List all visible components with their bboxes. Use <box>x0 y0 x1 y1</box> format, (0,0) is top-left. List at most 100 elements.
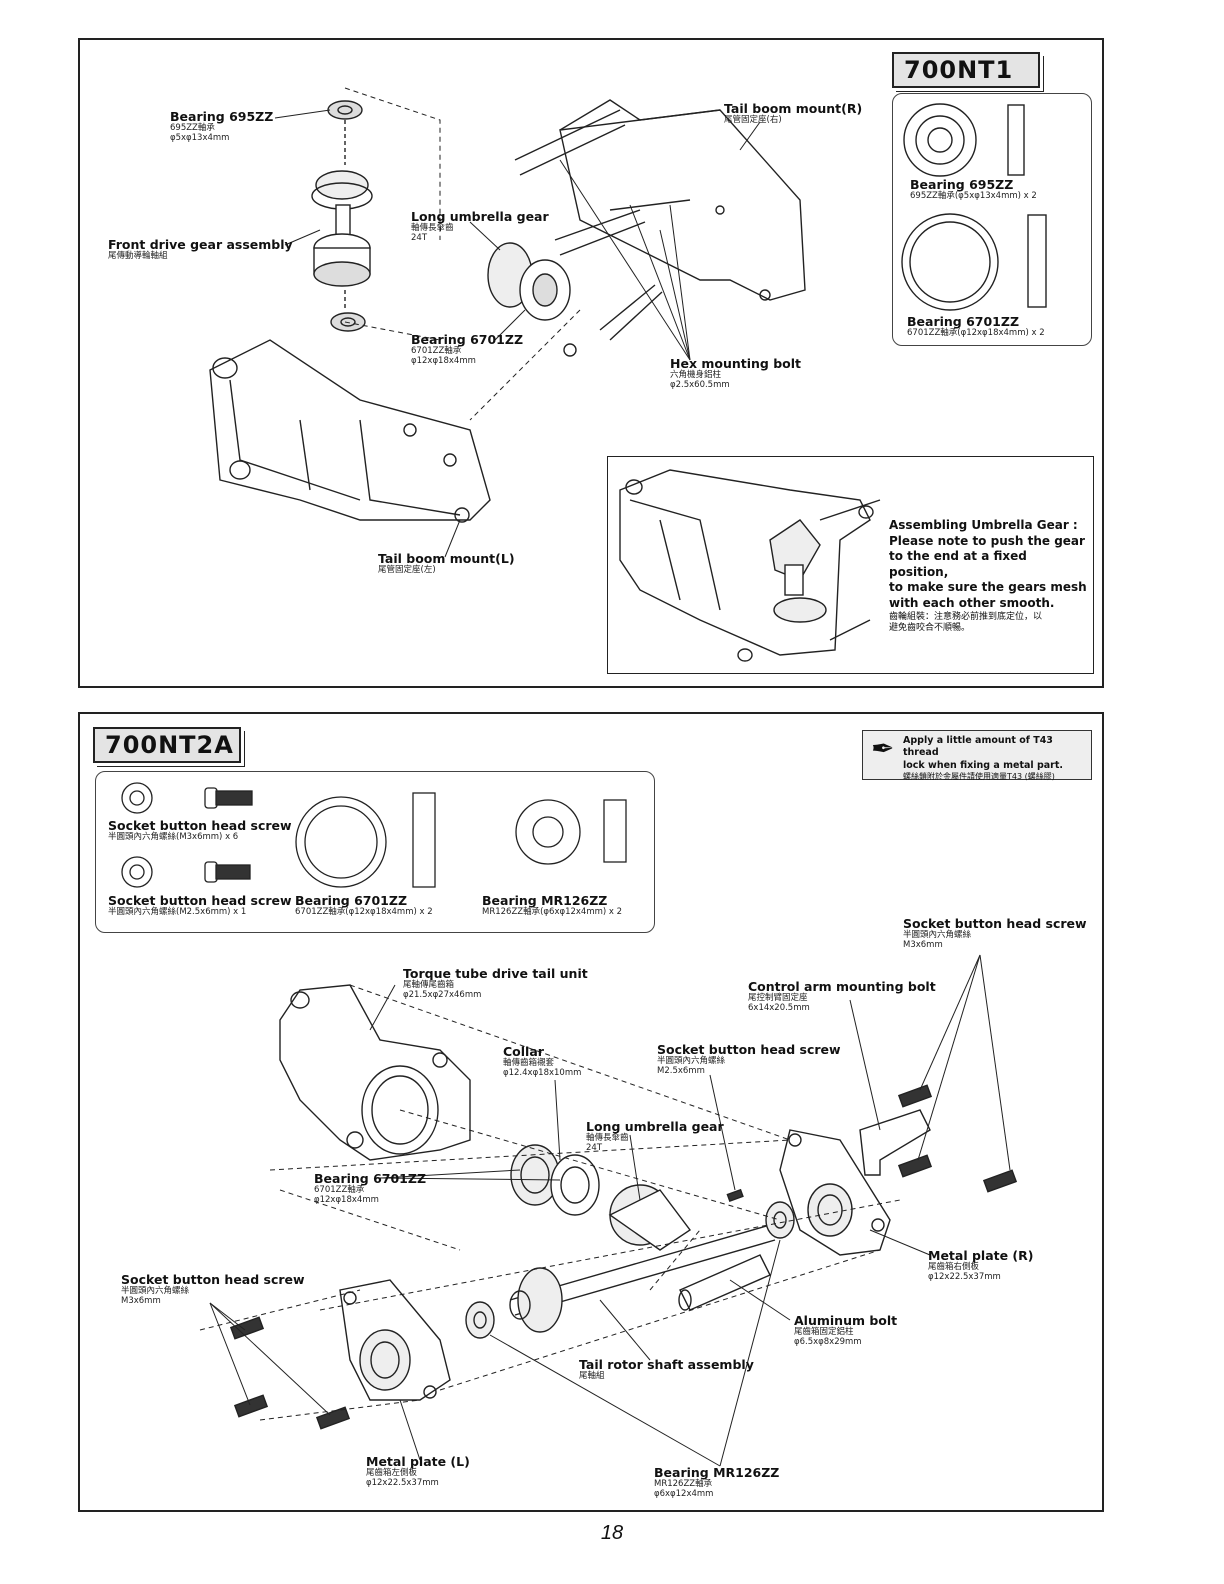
label-sub: 24T <box>411 233 428 244</box>
parts-box-700nt1 <box>892 93 1092 346</box>
parts-label-bearing-6701zz-2: Bearing 6701ZZ 6701ZZ軸承(φ12xφ18x4mm) x 2 <box>295 893 433 918</box>
label-sub: 尾齒箱右側板 <box>928 1262 980 1273</box>
section-badge-700nt2a: 700NT2A <box>93 727 241 763</box>
label-sub: 半圓頭內六角螺絲 <box>121 1286 190 1297</box>
label-sub: 軸傳長傘齒 <box>411 223 454 234</box>
parts-label-socket-screw-m3: Socket button head screw 半圓頭內六角螺絲(M3x6mm… <box>108 818 292 843</box>
label-long-umbrella-gear: Long umbrella gear 軸傳長傘齒 24T <box>411 209 549 244</box>
label-title: Bearing 6701ZZ <box>907 314 1020 329</box>
label-sub: φ12xφ18x4mm <box>314 1195 379 1206</box>
label-sub: 半圓頭內六角螺絲 <box>657 1056 726 1067</box>
label-title: Bearing 6701ZZ <box>411 332 524 347</box>
label-title: Collar <box>503 1044 544 1059</box>
part-bearing-6701zz-icon <box>901 213 1047 311</box>
umbrella-gear-note: Assembling Umbrella Gear : Please note t… <box>889 518 1089 634</box>
note-line: to the end at a fixed position, <box>889 549 1027 579</box>
part-bearing-mr126zz-icon <box>515 799 627 865</box>
label-title: Front drive gear assembly <box>108 237 293 252</box>
label-sub: φ12x22.5x37mm <box>928 1272 1001 1283</box>
parts-label-bearing-mr126zz: Bearing MR126ZZ MR126ZZ軸承(φ6xφ12x4mm) x … <box>482 893 622 918</box>
label-title: Bearing 695ZZ <box>910 177 1014 192</box>
label-sub: 尾齒箱左側板 <box>366 1468 418 1479</box>
page-number: 18 <box>600 1522 624 1544</box>
label-sub: φ6xφ12x4mm <box>654 1489 714 1500</box>
label-sub: 6x14x20.5mm <box>748 1003 810 1014</box>
label-sub: 尾齒箱固定鋁柱 <box>794 1327 854 1338</box>
label-sub: M3x6mm <box>121 1296 161 1307</box>
tip-line: lock when fixing a metal part. <box>903 759 1064 771</box>
label-title: Torque tube drive tail unit <box>403 966 588 981</box>
label-title: Tail boom mount(L) <box>378 551 515 566</box>
label-title: Bearing 695ZZ <box>170 109 274 124</box>
label-sub: 6701ZZ軸承 <box>314 1185 365 1196</box>
label-title: Bearing MR126ZZ <box>482 893 608 908</box>
label-title: Long umbrella gear <box>586 1119 724 1134</box>
note-line: Assembling Umbrella Gear : <box>889 518 1078 532</box>
label-socket-screw-left: Socket button head screw 半圓頭內六角螺絲 M3x6mm <box>121 1272 305 1307</box>
parts-label-bearing-6701zz: Bearing 6701ZZ 6701ZZ軸承(φ12xφ18x4mm) x 2 <box>907 314 1045 339</box>
label-sub: MR126ZZ軸承 <box>654 1479 713 1490</box>
label-sub: 695ZZ軸承 <box>170 123 215 134</box>
bearing-and-collar-drawing <box>510 1144 600 1216</box>
label-front-drive-gear: Front drive gear assembly 尾傳動導輪軸組 <box>108 237 293 262</box>
label-tail-rotor-shaft: Tail rotor shaft assembly 尾軸組 <box>579 1357 754 1382</box>
long-umbrella-gear-drawing <box>487 242 571 321</box>
label-metal-plate-l: Metal plate (L) 尾齒箱左側板 φ12x22.5x37mm <box>366 1454 470 1489</box>
label-sub: 尾軸傳尾齒箱 <box>403 980 455 991</box>
label-metal-plate-r: Metal plate (R) 尾齒箱右側板 φ12x22.5x37mm <box>928 1248 1034 1283</box>
tip-zh: 螺絲鎖附於金屬件請使用適量T43 (螺絲膠) <box>903 772 1055 782</box>
label-title: Aluminum bolt <box>794 1313 898 1328</box>
label-bearing-695zz: Bearing 695ZZ 695ZZ軸承 φ5xφ13x4mm <box>170 109 274 144</box>
label-tail-boom-mount-l: Tail boom mount(L) 尾管固定座(左) <box>378 551 515 576</box>
label-sub: φ2.5x60.5mm <box>670 380 730 391</box>
label-title: Metal plate (R) <box>928 1248 1034 1263</box>
label-bearing-mr126zz: Bearing MR126ZZ MR126ZZ軸承 φ6xφ12x4mm <box>654 1465 779 1500</box>
label-long-umbrella-gear-2: Long umbrella gear 軸傳長傘齒 24T <box>586 1119 724 1154</box>
note-line: with each other smooth. <box>889 595 1055 610</box>
label-sub: 半圓頭內六角螺絲(M3x6mm) x 6 <box>108 832 239 843</box>
front-drive-gear-drawing <box>311 100 373 332</box>
parts-box-700nt2a <box>95 771 655 933</box>
note-zh: 避免齒咬合不順暢。 <box>889 622 971 633</box>
label-collar: Collar 軸傳齒箱襯套 φ12.4xφ18x10mm <box>503 1044 581 1079</box>
part-bearing-695zz-icon <box>903 103 1025 177</box>
inset-assembly-note <box>607 456 1094 674</box>
label-bearing-6701zz-3: Bearing 6701ZZ 6701ZZ軸承 φ12xφ18x4mm <box>314 1171 427 1206</box>
inset-umbrella-gear-drawing <box>619 469 881 662</box>
label-sub: 軸傳齒箱襯套 <box>503 1058 555 1069</box>
parts-label-socket-screw-m25: Socket button head screw 半圓頭內六角螺絲(M2.5x6… <box>108 893 292 918</box>
label-title: Bearing 6701ZZ <box>295 893 408 908</box>
label-sub: 半圓頭內六角螺絲 <box>903 930 972 941</box>
metal-plate-r-drawing <box>779 1129 891 1256</box>
bearing-mr126-drawing <box>465 1201 795 1339</box>
label-sub: 尾傳動導輪軸組 <box>108 251 168 262</box>
label-sub: 24T <box>586 1143 603 1154</box>
label-sub: 尾軸組 <box>579 1371 605 1382</box>
tail-boom-mount-l-drawing <box>209 339 491 523</box>
label-sub: 尾管固定座(左) <box>378 565 436 576</box>
tail-rotor-shaft-drawing <box>509 1224 776 1333</box>
tail-boom-mount-r-drawing <box>514 99 806 357</box>
label-sub: 6701ZZ軸承(φ12xφ18x4mm) x 2 <box>907 328 1045 339</box>
control-arm-drawing <box>859 1109 931 1176</box>
label-torque-tube-unit: Torque tube drive tail unit 尾軸傳尾齒箱 φ21.5… <box>403 966 588 1001</box>
label-socket-screw-top-right: Socket button head screw 半圓頭內六角螺絲 M3x6mm <box>903 916 1087 951</box>
label-sub: φ12xφ18x4mm <box>411 356 476 367</box>
label-sub: M2.5x6mm <box>657 1066 705 1077</box>
label-sub: M3x6mm <box>903 940 943 951</box>
label-title: Socket button head screw <box>108 893 292 908</box>
label-title: Bearing 6701ZZ <box>314 1171 427 1186</box>
metal-plate-l-drawing <box>339 1279 451 1401</box>
label-bearing-6701zz: Bearing 6701ZZ 6701ZZ軸承 φ12xφ18x4mm <box>411 332 524 367</box>
label-sub: φ5xφ13x4mm <box>170 133 230 144</box>
label-title: Metal plate (L) <box>366 1454 470 1469</box>
label-sub: φ21.5xφ27x46mm <box>403 990 482 1001</box>
label-title: Tail rotor shaft assembly <box>579 1357 754 1372</box>
part-socket-screw-m25-icon <box>121 856 251 888</box>
tip-line: Apply a little amount of T43 thread <box>903 735 1053 759</box>
label-title: Hex mounting bolt <box>670 356 802 371</box>
label-sub: φ12x22.5x37mm <box>366 1478 439 1489</box>
label-hex-mounting-bolt: Hex mounting bolt 六角機身鋁柱 φ2.5x60.5mm <box>670 356 802 391</box>
label-title: Socket button head screw <box>657 1042 841 1057</box>
